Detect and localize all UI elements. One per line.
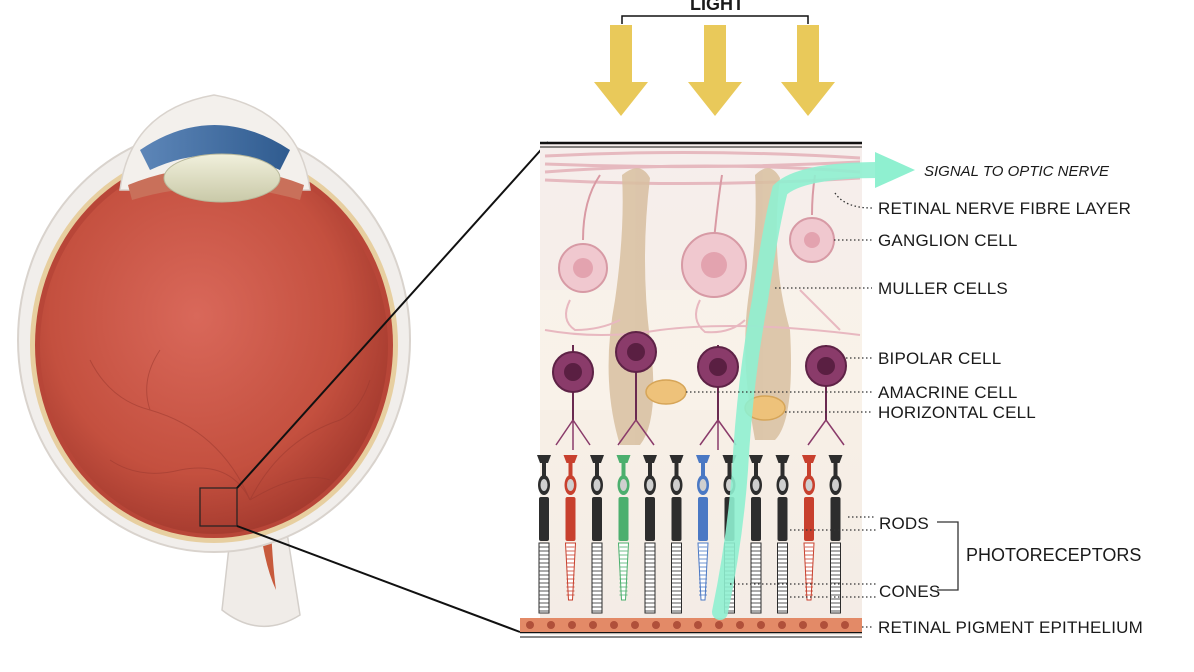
label-horizontal: HORIZONTAL CELL bbox=[878, 403, 1036, 422]
rod-cell bbox=[643, 455, 657, 614]
cone-blue-cell bbox=[696, 455, 710, 601]
zoom-box bbox=[199, 487, 238, 527]
light-bracket bbox=[621, 15, 809, 24]
light-arrow-3 bbox=[781, 25, 835, 116]
labels: SIGNAL TO OPTIC NERVE RETINAL NERVE FIBR… bbox=[686, 163, 1143, 637]
pigment-epithelium bbox=[520, 618, 862, 632]
rpe-nucleus bbox=[526, 621, 534, 629]
bipolar-cell-4 bbox=[805, 345, 847, 420]
label-muller: MULLER CELLS bbox=[878, 279, 1008, 298]
eyeball bbox=[17, 94, 411, 627]
rpe-nucleus bbox=[715, 621, 723, 629]
vitreous-body bbox=[40, 158, 388, 534]
rpe-nucleus bbox=[547, 621, 555, 629]
rod-cell bbox=[537, 455, 551, 614]
rpe-nucleus bbox=[736, 621, 744, 629]
label-photoreceptors: PHOTORECEPTORS bbox=[966, 545, 1141, 565]
retinal-vessels bbox=[89, 349, 371, 501]
label-bipolar: BIPOLAR CELL bbox=[878, 349, 1001, 368]
light-title: LIGHT bbox=[690, 0, 744, 14]
rpe-nucleus bbox=[820, 621, 828, 629]
label-rpe: RETINAL PIGMENT EPITHELIUM bbox=[878, 618, 1143, 637]
rpe-nucleus bbox=[799, 621, 807, 629]
light-arrow-2 bbox=[688, 25, 742, 116]
bipolar-cells bbox=[552, 331, 847, 420]
rpe-nucleus bbox=[694, 621, 702, 629]
label-cones: CONES bbox=[879, 582, 940, 601]
cone-green-cell bbox=[616, 455, 631, 601]
label-amacrine: AMACRINE CELL bbox=[878, 383, 1018, 402]
rpe-nucleus bbox=[568, 621, 576, 629]
ganglion-cells bbox=[558, 217, 835, 298]
rpe-nucleus bbox=[757, 621, 765, 629]
inner-plexiform bbox=[544, 289, 861, 336]
signal-label: SIGNAL TO OPTIC NERVE bbox=[924, 163, 1110, 180]
rpe-nucleus bbox=[778, 621, 786, 629]
signal-path bbox=[712, 162, 888, 620]
label-ganglion: GANGLION CELL bbox=[878, 231, 1018, 250]
cone-red-cell bbox=[563, 455, 578, 601]
rod-cell bbox=[669, 455, 684, 614]
bipolar-cell-2 bbox=[615, 331, 657, 420]
lens bbox=[163, 153, 281, 203]
rpe-cells bbox=[526, 621, 849, 629]
amacrine-cell bbox=[645, 379, 687, 405]
zoom-line-bottom bbox=[236, 525, 521, 633]
zoom-line-top bbox=[236, 141, 549, 489]
label-rods: RODS bbox=[879, 514, 929, 533]
signal-arrowhead bbox=[875, 152, 915, 188]
bipolar-dendrites bbox=[555, 419, 845, 450]
rod-cell bbox=[590, 455, 604, 614]
rod-cell bbox=[828, 455, 843, 614]
rod-cell bbox=[749, 455, 763, 614]
rpe-nucleus bbox=[673, 621, 681, 629]
rpe-nucleus bbox=[610, 621, 618, 629]
bipolar-cell-1 bbox=[552, 345, 594, 420]
bipolar-cell-3 bbox=[697, 345, 739, 420]
muller-cell-1 bbox=[608, 168, 654, 445]
label-nerve-fibre: RETINAL NERVE FIBRE LAYER bbox=[878, 199, 1131, 218]
rpe-nucleus bbox=[589, 621, 597, 629]
retina-panel bbox=[520, 141, 915, 638]
rod-cell bbox=[775, 455, 790, 614]
light-arrow-1 bbox=[594, 25, 648, 116]
photoreceptor-bracket bbox=[937, 521, 959, 591]
rpe-nucleus bbox=[631, 621, 639, 629]
light-arrows bbox=[594, 25, 835, 116]
rpe-nucleus bbox=[841, 621, 849, 629]
rpe-nucleus bbox=[652, 621, 660, 629]
